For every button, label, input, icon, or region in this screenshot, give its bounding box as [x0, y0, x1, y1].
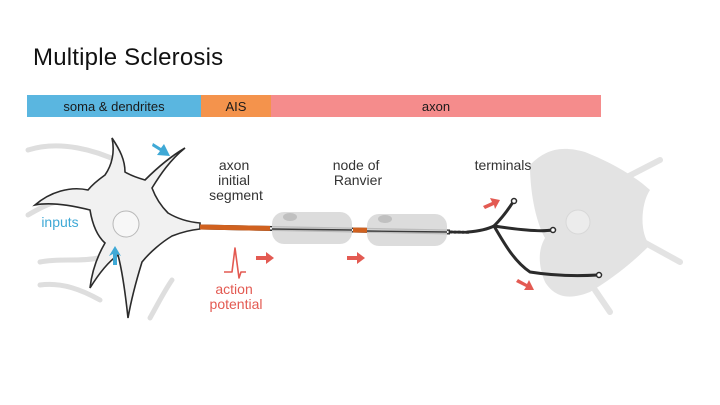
myelin-sheaths	[271, 212, 448, 246]
output-arrow-icon	[347, 252, 365, 264]
svg-text:node of Ranvier: node of Ranvier	[333, 157, 384, 188]
label-node-of-ranvier-1: node of	[333, 157, 380, 173]
axon-band-label: axon	[422, 99, 450, 114]
label-axon-initial-segment-1: axon	[219, 157, 249, 173]
svg-text:axon initial segment: axon initial segment	[209, 157, 263, 203]
label-node-of-ranvier-2: Ranvier	[334, 172, 383, 188]
svg-text:action potential: action potential	[210, 281, 263, 312]
label-axon-initial-segment-3: segment	[209, 187, 263, 203]
ais-band	[201, 95, 271, 117]
output-arrows	[256, 198, 534, 290]
soma-band	[27, 95, 201, 117]
output-arrow-icon	[516, 279, 534, 290]
label-axon-initial-segment-2: initial	[218, 172, 250, 188]
output-arrow-icon	[256, 252, 274, 264]
label-action-potential-2: potential	[210, 296, 263, 312]
action-potential-spike-icon	[224, 247, 246, 279]
label-terminals: terminals	[475, 157, 532, 173]
slide-title: Multiple Sclerosis	[33, 44, 224, 71]
axon-band	[271, 95, 601, 117]
label-inputs: inputs	[41, 214, 78, 230]
background-neuron-right	[530, 148, 683, 315]
neuron-soma	[32, 137, 201, 319]
ais-band-label: AIS	[226, 99, 247, 114]
terminal-boutons	[510, 197, 603, 279]
input-arrow-icon	[109, 246, 121, 265]
label-action-potential-1: action	[215, 281, 252, 297]
ais-segment	[199, 224, 271, 231]
soma-band-label: soma & dendrites	[63, 99, 165, 114]
input-arrow-icon	[152, 143, 170, 156]
axon-terminals	[448, 200, 600, 278]
soma-nucleus	[112, 210, 140, 238]
output-arrow-icon	[483, 198, 500, 209]
input-arrows	[109, 143, 170, 265]
region-band: soma & dendrites AIS axon	[27, 95, 601, 117]
